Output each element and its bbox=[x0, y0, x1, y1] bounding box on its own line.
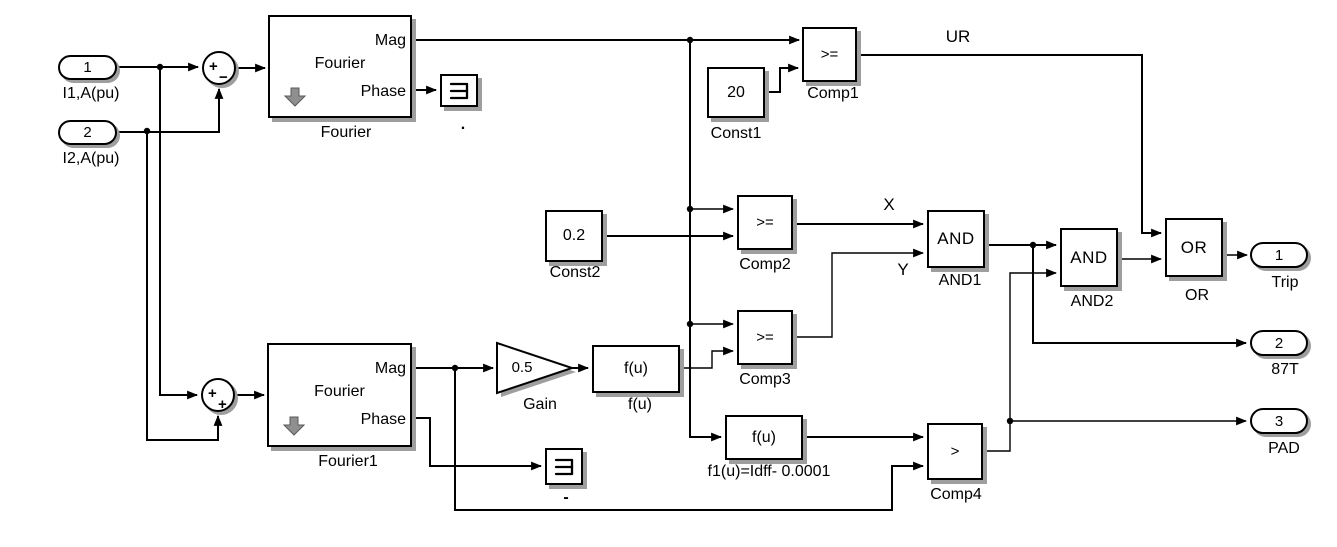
const1-value: 20 bbox=[727, 83, 745, 101]
outport-3-label: PAD bbox=[1268, 440, 1300, 457]
outport-2-87t[interactable]: 2 bbox=[1250, 330, 1308, 356]
signal-label-ur: UR bbox=[945, 27, 971, 46]
block-comp4[interactable]: > bbox=[927, 423, 983, 480]
block-const2-label: Const2 bbox=[549, 264, 601, 281]
block-const1[interactable]: 20 bbox=[707, 67, 765, 118]
and1-operator: AND bbox=[937, 229, 975, 248]
fcn1-text: f(u) bbox=[752, 428, 776, 446]
plus-sign: + bbox=[218, 396, 227, 413]
block-comp3-label: Comp3 bbox=[739, 371, 791, 388]
block-const1-label: Const1 bbox=[710, 125, 762, 142]
outport-2-number: 2 bbox=[1274, 334, 1284, 352]
signal-label-x: X bbox=[883, 195, 895, 214]
block-and1[interactable]: AND bbox=[927, 210, 985, 268]
const2-value: 0.2 bbox=[562, 227, 586, 244]
comp2-operator: >= bbox=[756, 214, 774, 231]
comp3-operator: >= bbox=[756, 329, 774, 346]
outport-3-pad[interactable]: 3 bbox=[1250, 408, 1308, 434]
minus-sign: − bbox=[219, 69, 228, 86]
inport-2-label: I2,A(pu) bbox=[62, 150, 120, 167]
block-fcn1[interactable]: f(u) bbox=[725, 415, 803, 460]
block-and2-label: AND2 bbox=[1070, 293, 1114, 310]
block-comp2-label: Comp2 bbox=[739, 256, 791, 273]
gain-triangle[interactable] bbox=[496, 341, 576, 395]
inport-2-number: 2 bbox=[83, 124, 92, 141]
block-fcn[interactable]: f(u) bbox=[592, 345, 680, 393]
block-and1-label: AND1 bbox=[938, 272, 982, 289]
outport-2-label: 87T bbox=[1271, 361, 1299, 378]
block-or-label: OR bbox=[1185, 287, 1209, 304]
signal-label-y: Y bbox=[897, 260, 909, 279]
and2-operator: AND bbox=[1070, 247, 1108, 267]
fourier-title: Fourier bbox=[314, 55, 366, 72]
fourier1-title: Fourier bbox=[314, 383, 365, 400]
block-const2[interactable]: 0.2 bbox=[545, 210, 603, 262]
mask-down-arrow-icon bbox=[283, 87, 307, 112]
block-and2[interactable]: AND bbox=[1060, 228, 1118, 287]
block-gain-label: Gain bbox=[523, 396, 557, 413]
inport-1[interactable]: 1 bbox=[58, 55, 117, 80]
block-comp3[interactable]: >= bbox=[737, 310, 793, 365]
block-terminator1[interactable] bbox=[440, 74, 478, 107]
block-or[interactable]: OR bbox=[1165, 218, 1223, 277]
mask-down-arrow-icon bbox=[282, 416, 306, 441]
plus-sign: + bbox=[208, 385, 217, 402]
comp1-operator: >= bbox=[820, 46, 839, 63]
outport-1-trip[interactable]: 1 bbox=[1250, 242, 1308, 268]
inport-2[interactable]: 2 bbox=[58, 120, 117, 145]
block-fourier[interactable]: Mag Fourier Phase bbox=[268, 15, 412, 118]
block-fcn-label: f(u) bbox=[628, 396, 652, 413]
block-terminator1-label: . bbox=[460, 116, 466, 133]
plus-sign: + bbox=[209, 58, 218, 75]
block-gain[interactable] bbox=[496, 341, 576, 397]
block-fcn1-label: f1(u)=Idff- 0.0001 bbox=[707, 463, 831, 480]
signal-wires bbox=[117, 35, 1249, 511]
fourier1-mag-port-label: Mag bbox=[374, 360, 406, 377]
block-fourier1-label: Fourier1 bbox=[318, 453, 378, 470]
inport-1-number: 1 bbox=[83, 59, 92, 76]
comp4-operator: > bbox=[950, 443, 960, 460]
terminator-icon bbox=[449, 82, 469, 99]
block-comp1[interactable]: >= bbox=[802, 27, 857, 82]
fcn-text: f(u) bbox=[624, 360, 648, 377]
terminator-icon bbox=[554, 458, 574, 475]
inport-1-label: I1,A(pu) bbox=[62, 85, 120, 102]
fourier-phase-port-label: Phase bbox=[360, 83, 406, 100]
block-fourier-label: Fourier bbox=[320, 124, 372, 141]
fourier1-phase-port-label: Phase bbox=[360, 411, 406, 428]
block-terminator2[interactable] bbox=[545, 448, 583, 485]
gain-value: 0.5 bbox=[511, 359, 533, 376]
block-fourier1[interactable]: Mag Fourier Phase bbox=[267, 343, 412, 447]
outport-3-number: 3 bbox=[1274, 412, 1284, 430]
outport-1-label: Trip bbox=[1271, 274, 1299, 291]
block-comp4-label: Comp4 bbox=[930, 486, 982, 503]
sum-block-add[interactable]: + + bbox=[201, 378, 235, 412]
sum-block-diff[interactable]: + − bbox=[202, 51, 236, 85]
block-comp1-label: Comp1 bbox=[807, 85, 859, 102]
block-terminator2-label: - bbox=[563, 489, 569, 506]
or-operator: OR bbox=[1180, 237, 1208, 257]
block-comp2[interactable]: >= bbox=[737, 195, 793, 250]
fourier-mag-port-label: Mag bbox=[374, 32, 406, 49]
outport-1-number: 1 bbox=[1274, 246, 1284, 264]
junction-dots bbox=[143, 36, 1037, 425]
